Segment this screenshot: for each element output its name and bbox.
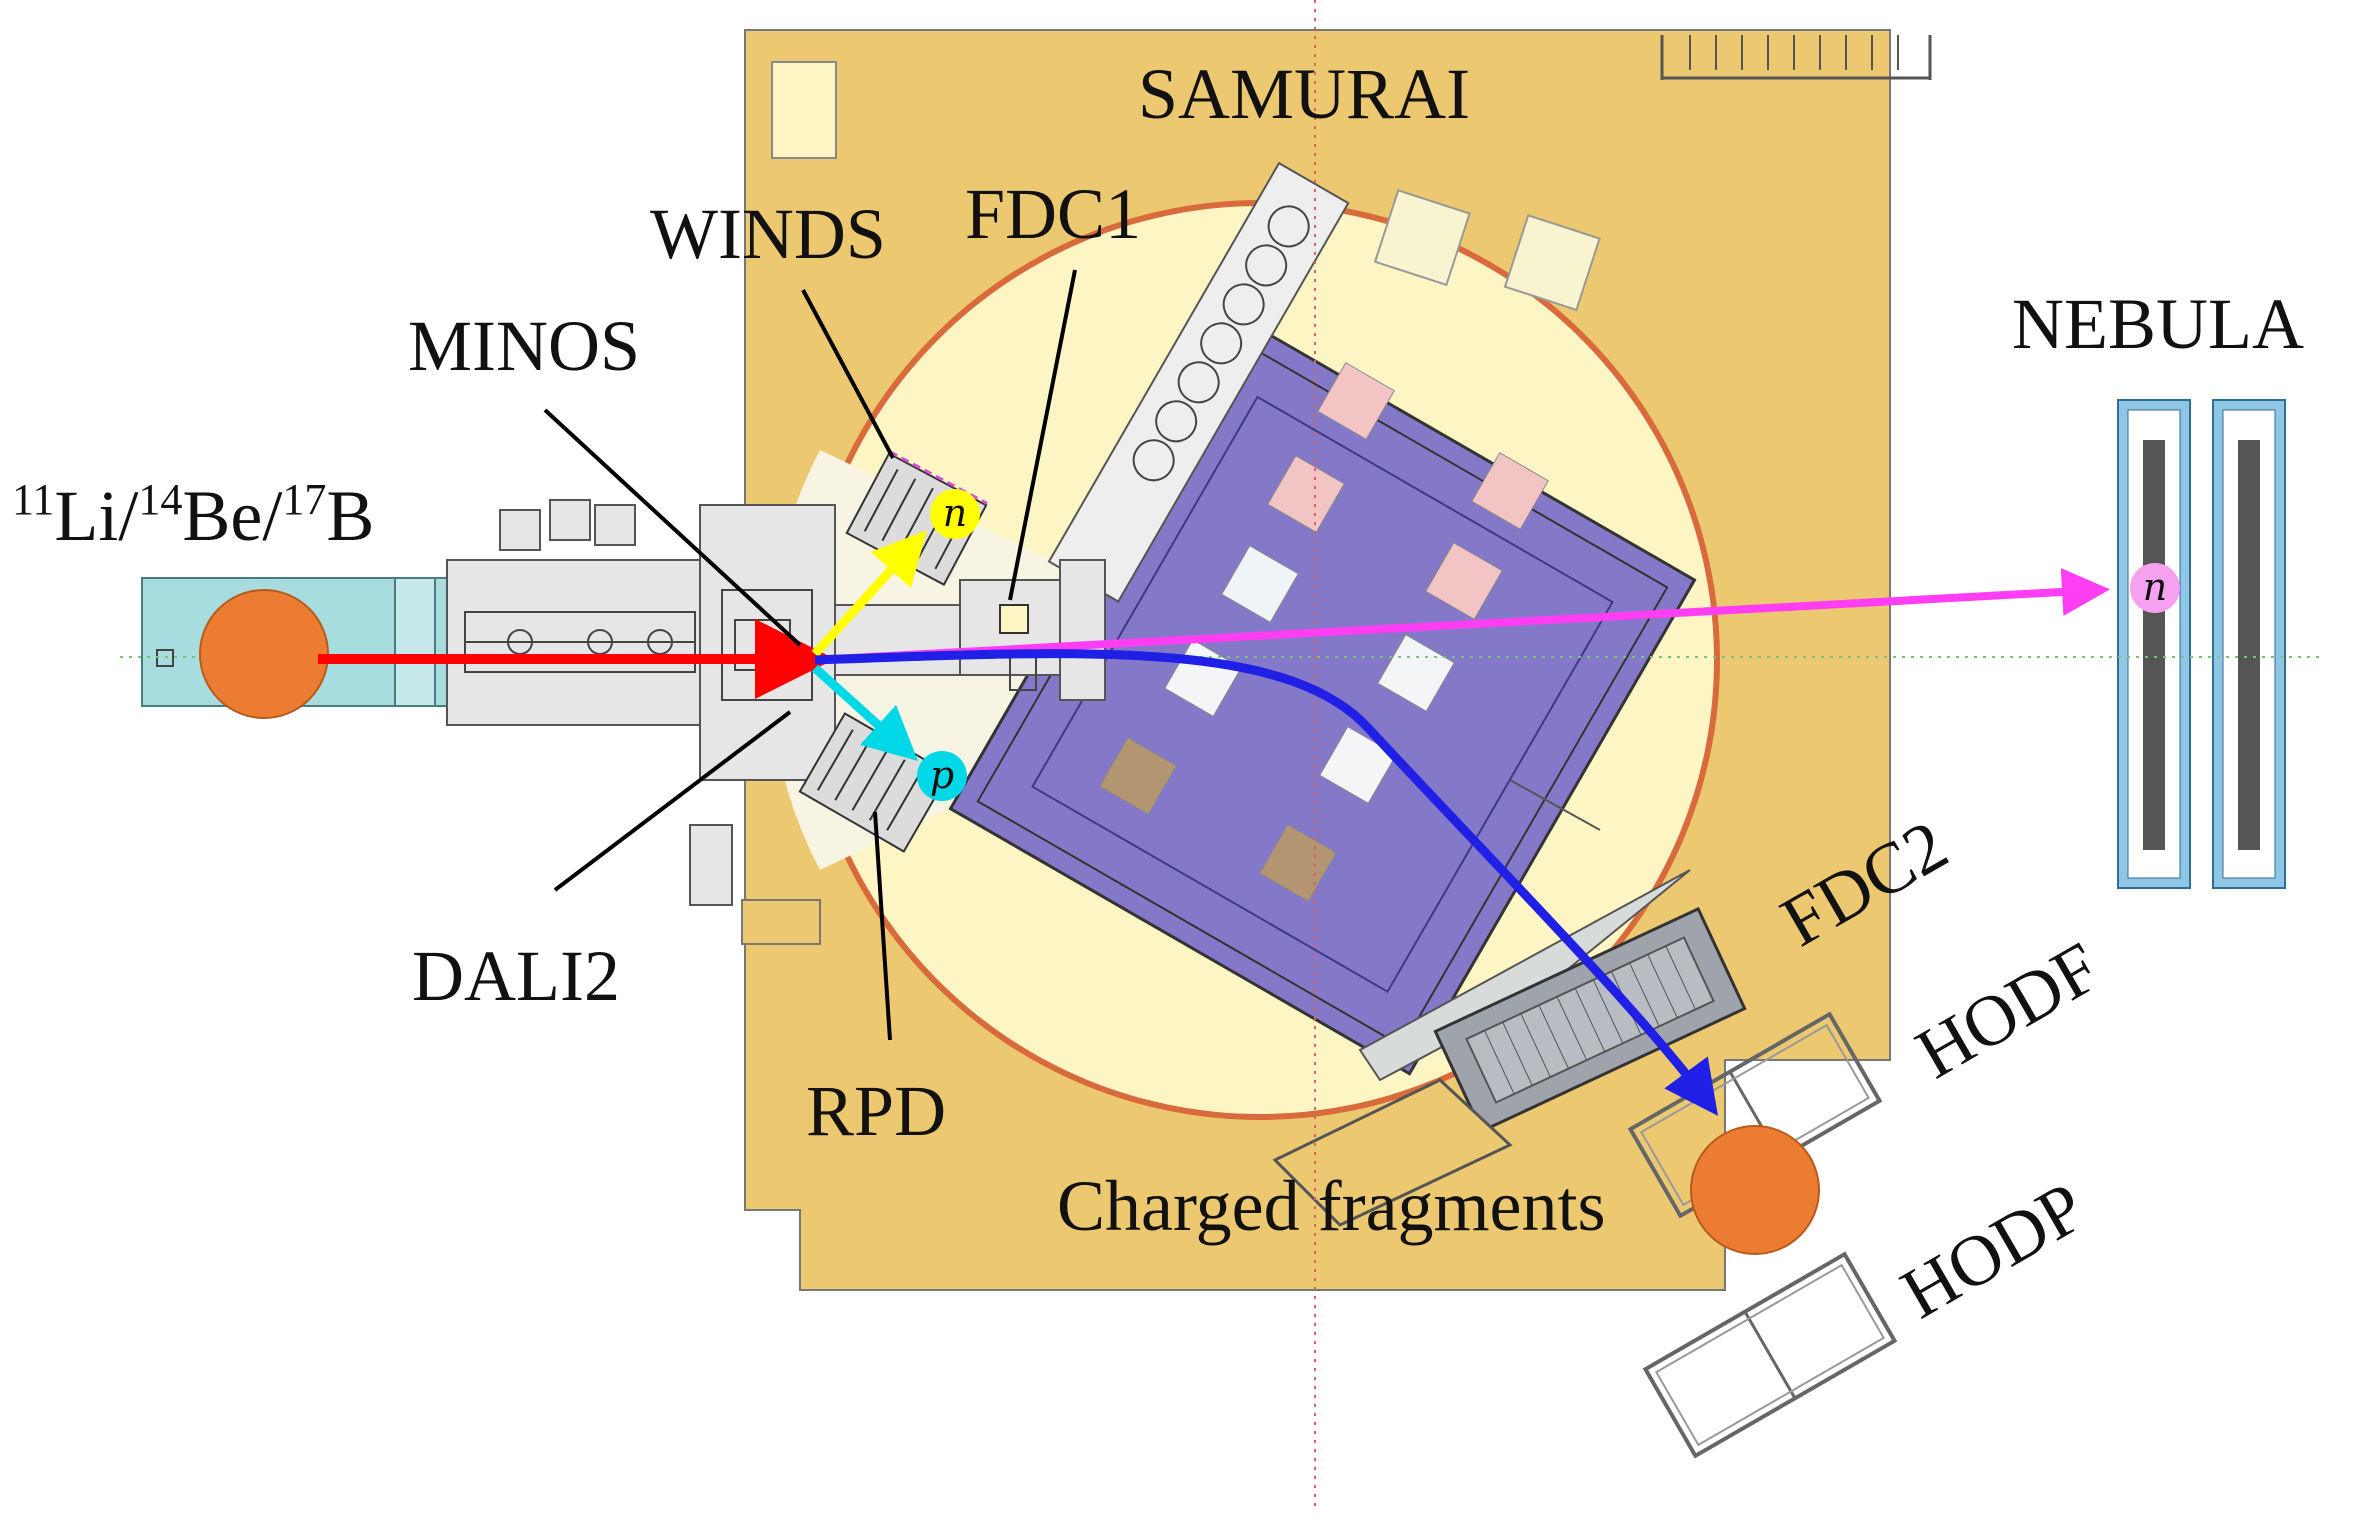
hodp-detector (1642, 1251, 1898, 1459)
rpd-label: RPD (806, 1071, 946, 1151)
magnet-block (1373, 189, 1471, 287)
winds-label: WINDS (650, 194, 886, 274)
fdc1-leader (1008, 269, 1077, 601)
minos-leader (543, 408, 802, 647)
magnet-block (1503, 214, 1601, 312)
fdc2-support (1272, 1078, 1513, 1227)
dali2-leader (553, 710, 792, 892)
neutron-winds-marker: n (930, 489, 980, 539)
neutron-nebula-marker: n (2130, 563, 2180, 613)
proton-marker: p (917, 751, 967, 801)
dali2-label: DALI2 (412, 936, 620, 1016)
beam-ball (199, 589, 329, 719)
fdc1-detector (959, 559, 1106, 701)
fragment-arrow (814, 649, 1719, 1116)
fragment-ball (1690, 1125, 1820, 1255)
proton-arrow (811, 664, 919, 762)
neutron-winds-arrow (811, 529, 928, 658)
fdc1-label: FDC1 (965, 174, 1141, 254)
top-rail (1660, 35, 1932, 80)
svg-text:p: p (930, 753, 954, 797)
svg-text:n: n (943, 491, 967, 535)
nebula-detector (2117, 399, 2286, 889)
hodp-label: HODP (1888, 1167, 2098, 1334)
hall-block (689, 824, 733, 906)
charged-fragments-label: Charged fragments (1057, 1166, 1606, 1246)
beam-isotopes-label: 11Li/14Be/17B (12, 475, 374, 556)
neutron-nebula-arrow (814, 567, 2110, 664)
pole-blocks (1099, 362, 1549, 902)
hodf-label: HODF (1903, 927, 2113, 1094)
minos-label: MINOS (408, 306, 640, 386)
rpd-detector (798, 712, 951, 853)
samurai-label: SAMURAI (1138, 54, 1470, 134)
hall-block (741, 899, 821, 945)
winds-leader (801, 289, 895, 459)
fdc2-detector (1433, 906, 1747, 1134)
rpd-leader (873, 811, 892, 1041)
nebula-label: NEBULA (2012, 284, 2304, 364)
hall-block (771, 61, 837, 159)
svg-text:n: n (2143, 565, 2167, 609)
